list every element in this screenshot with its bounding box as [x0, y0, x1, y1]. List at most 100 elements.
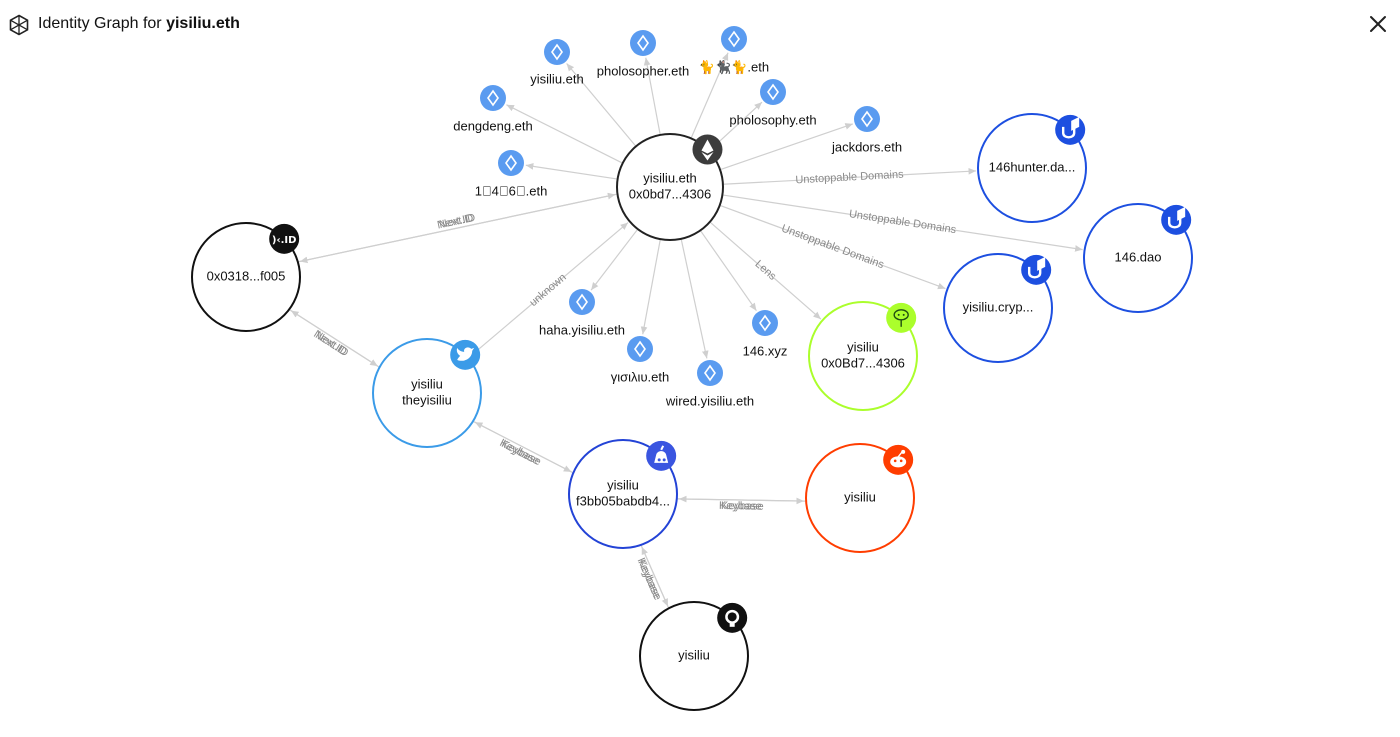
node-label: 146.dao — [1115, 249, 1162, 264]
node-keybase[interactable]: yisiliuf3bb05babdb4... — [568, 439, 678, 549]
twitter-icon — [450, 339, 481, 370]
node-label: yisiliu — [678, 647, 710, 662]
edge-label: Keybase — [499, 438, 543, 468]
ens-icon — [752, 310, 778, 336]
edge-eth-ud1 — [722, 167, 977, 185]
ens-node-ens2[interactable]: pholosopher.eth — [597, 30, 690, 78]
ens-node-ens3[interactable]: 🐈🐈‍⬛🐈.eth — [699, 26, 769, 74]
node-label: yisiliu — [847, 339, 879, 354]
ethereum-icon — [692, 134, 723, 165]
node-label: f3bb05babdb4... — [576, 493, 670, 508]
edge-eth-ens5 — [506, 104, 623, 164]
edges-layer — [288, 52, 1083, 609]
lens-icon — [886, 302, 917, 333]
edge-label: Unstoppable Domains — [848, 208, 957, 236]
ens-label: yisiliu.eth — [530, 71, 583, 86]
ens-icon — [854, 106, 880, 132]
ens-node-ens5[interactable]: dengdeng.eth — [453, 85, 533, 133]
node-ud2[interactable]: 146.dao — [1083, 203, 1193, 313]
ens-label: pholosophy.eth — [729, 112, 816, 127]
edge-label: Keybase — [635, 558, 663, 602]
node-label: yisiliu.cryp... — [963, 299, 1034, 314]
ens-node-ens7[interactable]: 1􏿿4􏿿6􏿿.eth — [475, 150, 548, 198]
ens-icon — [697, 360, 723, 386]
ens-icon — [630, 30, 656, 56]
svg-text:)‹.ID: )‹.ID — [272, 235, 297, 246]
node-ud1[interactable]: 146hunter.da... — [977, 113, 1087, 223]
node-label: 0x0Bd7...4306 — [821, 355, 905, 370]
ens-node-ens6[interactable]: jackdors.eth — [831, 106, 902, 154]
header: Identity Graph for yisiliu.eth — [0, 0, 1400, 48]
nodes-layer: yisiliu.eth0x0bd7...43060x0318...f005)‹.… — [191, 26, 1193, 711]
edge-eth-ens7 — [525, 163, 618, 180]
ens-icon — [480, 85, 506, 111]
node-label: theyisiliu — [402, 392, 452, 407]
edge-eth-ud3 — [719, 204, 946, 290]
title-prefix: Identity Graph for — [38, 15, 162, 32]
ens-label: pholosopher.eth — [597, 63, 690, 78]
ens-node-ens11[interactable]: 146.xyz — [743, 310, 788, 358]
ens-node-ens4[interactable]: pholosophy.eth — [729, 79, 817, 127]
edge-label: Next.ID — [313, 329, 350, 359]
ens-icon — [760, 79, 786, 105]
node-label: yisiliu — [411, 376, 443, 391]
ens-icon — [544, 39, 570, 65]
ens-label: 146.xyz — [743, 343, 788, 358]
close-icon[interactable] — [1366, 12, 1390, 36]
graph-logo-icon — [9, 14, 29, 36]
edge-twitter-nextid — [290, 310, 380, 368]
ens-icon — [498, 150, 524, 176]
edge-eth-ens1 — [566, 63, 637, 147]
edge-label: unknown — [527, 271, 568, 309]
node-label: 0x0318...f005 — [207, 268, 286, 283]
node-nextid[interactable]: 0x0318...f005 )‹.ID — [191, 222, 301, 332]
edge-github-keybase — [641, 546, 670, 609]
edge-label: Keybase — [719, 500, 762, 513]
unstoppable-icon — [1161, 204, 1192, 235]
ens-icon — [569, 289, 595, 315]
node-reddit[interactable]: yisiliu — [805, 443, 915, 553]
edge-reddit-keybase — [678, 495, 806, 503]
edge-eth-ens2 — [643, 57, 661, 136]
github-icon — [717, 602, 748, 633]
ens-node-ens9[interactable]: γισιλιυ.eth — [611, 336, 669, 384]
reddit-icon — [883, 444, 914, 475]
node-github[interactable]: yisiliu — [639, 601, 749, 711]
ens-label: haha.yisiliu.eth — [539, 322, 625, 337]
edge-label: Unstoppable Domains — [780, 223, 886, 272]
nextid-icon: )‹.ID — [269, 223, 300, 254]
edge-nextid-eth — [297, 192, 616, 263]
ens-icon — [627, 336, 653, 362]
edge-twitter-eth — [467, 222, 629, 359]
ens-label: γισιλιυ.eth — [611, 369, 669, 384]
ens-node-ens1[interactable]: yisiliu.eth — [530, 39, 584, 86]
ens-label: wired.yisiliu.eth — [665, 393, 754, 408]
title-identity: yisiliu.eth — [166, 15, 240, 32]
edge-eth-ens9 — [640, 239, 661, 335]
edge-eth-ens3 — [690, 52, 729, 139]
ens-label: jackdors.eth — [831, 139, 902, 154]
ens-node-ens8[interactable]: haha.yisiliu.eth — [539, 289, 625, 337]
ens-label: dengdeng.eth — [453, 118, 533, 133]
unstoppable-icon — [1021, 254, 1052, 285]
node-label: 0x0bd7...4306 — [629, 186, 711, 201]
node-label: yisiliu.eth — [643, 170, 696, 185]
edge-label: Keybase — [721, 500, 764, 513]
ens-label: 🐈🐈‍⬛🐈.eth — [699, 59, 769, 74]
edge-eth-ens10 — [680, 238, 709, 359]
ens-node-ens10[interactable]: wired.yisiliu.eth — [665, 360, 754, 408]
node-ud3[interactable]: yisiliu.cryp... — [943, 253, 1053, 363]
edge-label: Unstoppable Domains — [795, 169, 904, 187]
edge-eth-ens8 — [590, 228, 639, 291]
node-label: 146hunter.da... — [989, 159, 1076, 174]
page-title: Identity Graph for yisiliu.eth — [38, 14, 240, 34]
edge-eth-lens — [709, 221, 822, 320]
edge-keybase-twitter — [474, 421, 574, 474]
node-label: yisiliu — [607, 477, 639, 492]
ens-label: 1􏿿4􏿿6􏿿.eth — [475, 183, 548, 198]
ens-icon — [721, 26, 747, 52]
